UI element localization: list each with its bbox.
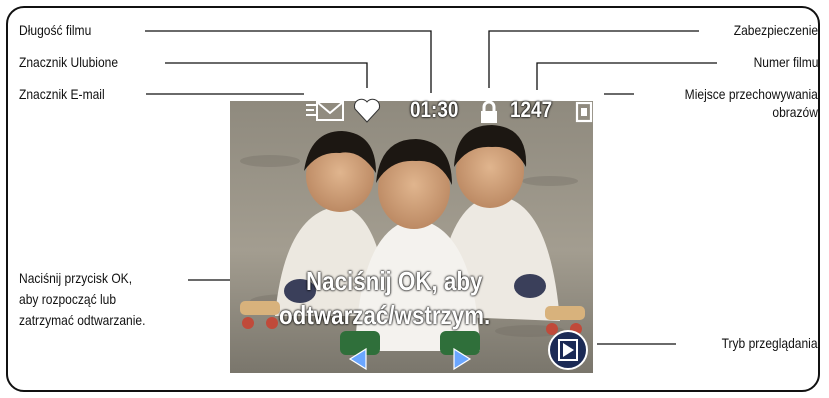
label-storage-line2: obrazów bbox=[772, 104, 818, 120]
card-icon bbox=[575, 101, 593, 123]
overlay-text-line1: Naciśnij OK, aby bbox=[306, 266, 483, 296]
label-ok-line1: Naciśnij przycisk OK, bbox=[19, 270, 133, 286]
right-arrow-icon bbox=[453, 347, 472, 371]
play-icon bbox=[548, 330, 588, 370]
label-movie-length: Długość filmu bbox=[19, 22, 92, 38]
leader-protection bbox=[488, 30, 699, 88]
label-storage-line1: Miejsce przechowywania bbox=[684, 86, 818, 102]
email-icon bbox=[306, 101, 344, 121]
movie-number: 1247 bbox=[510, 97, 553, 122]
lock-icon bbox=[481, 100, 497, 123]
label-ok-line3: zatrzymać odtwarzanie. bbox=[19, 312, 146, 328]
label-favorite-tag: Znacznik Ulubione bbox=[19, 54, 119, 70]
label-email-tag: Znacznik E-mail bbox=[19, 86, 105, 102]
camera-screen-photo: Naciśnij OK, aby odtwarzać/wstrzym. bbox=[230, 101, 593, 373]
diagram-frame bbox=[6, 6, 820, 392]
movie-duration: 01:30 bbox=[410, 97, 459, 122]
leader-movie-length bbox=[145, 30, 432, 93]
heart-icon bbox=[353, 98, 381, 123]
left-arrow-icon bbox=[348, 347, 367, 371]
leader-favorite bbox=[165, 62, 368, 88]
overlay-text-line2: odtwarzać/wstrzym. bbox=[279, 300, 491, 330]
label-movie-number: Numer filmu bbox=[753, 54, 818, 70]
label-review-mode: Tryb przeglądania bbox=[722, 335, 818, 351]
photo-illustration bbox=[230, 101, 593, 373]
label-protection: Zabezpieczenie bbox=[733, 22, 818, 38]
leader-movie-number bbox=[536, 62, 717, 90]
label-ok-line2: aby rozpocząć lub bbox=[19, 291, 117, 307]
